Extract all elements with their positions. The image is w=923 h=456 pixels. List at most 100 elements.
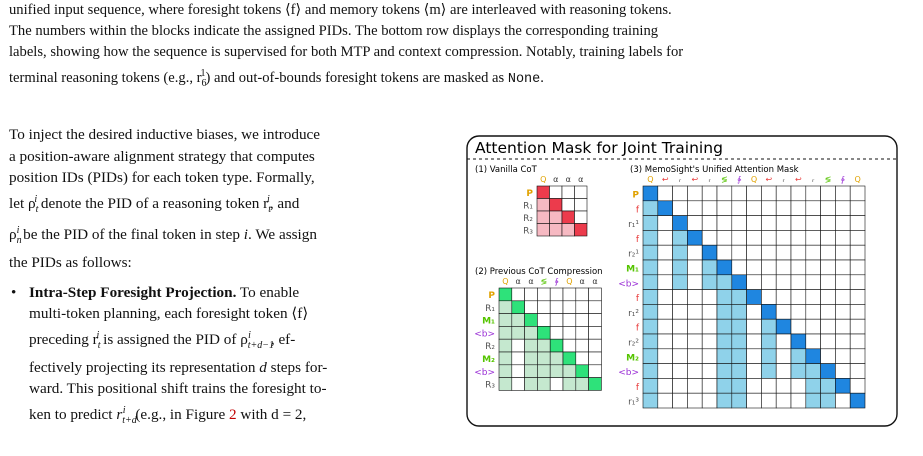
mask-cell: [657, 304, 673, 320]
mask-cell: [731, 259, 747, 276]
mask-cell: [805, 274, 821, 290]
mask-cell: [657, 230, 673, 246]
mask-cell: [731, 348, 747, 364]
mask-cell: [574, 223, 588, 237]
row-label: P: [488, 291, 495, 301]
text-fragment: , and: [269, 194, 300, 212]
mask-cell: [657, 215, 673, 231]
text-fragment: ward. This positional shift trains the f…: [29, 380, 327, 398]
mask-cell: [849, 230, 866, 246]
mask-cell: [790, 200, 807, 216]
mask-cell: [511, 300, 525, 314]
row-label: <b>: [474, 368, 495, 378]
caption-fragment: ) and out-of-bounds foresight tokens are…: [205, 69, 508, 86]
column-label: ᵣ: [812, 175, 815, 184]
mask-cell: [701, 274, 718, 290]
row-label: <b>: [474, 329, 495, 339]
mask-cell: [549, 364, 564, 378]
bullet-dot: •: [11, 283, 17, 301]
mask-cell: [657, 244, 673, 261]
row-label: f: [636, 324, 640, 334]
mask-cell: [549, 185, 563, 199]
body-line: a position-aware alignment strategy that…: [9, 147, 315, 165]
row-label: R₁: [523, 201, 533, 211]
mask-cell: [687, 215, 703, 231]
mask-cell: [731, 230, 747, 246]
mask-cell: [775, 215, 792, 231]
mask-cell: [701, 392, 718, 409]
mask-cell: [835, 378, 851, 394]
column-label: ᵣ: [783, 175, 786, 184]
body-line: To inject the desired inductive biases, …: [9, 126, 321, 143]
mask-cell: [716, 348, 733, 364]
mask-cell: [820, 200, 836, 216]
mask-cell: [835, 244, 851, 261]
text-fragment: (e.g., in Figure: [131, 405, 229, 423]
mask-cell: [746, 392, 762, 409]
mask-cell: [549, 377, 564, 391]
mask-cell: [746, 259, 762, 276]
mask-cell: [716, 392, 733, 409]
row-label: f: [636, 294, 640, 304]
mask-cell: [820, 392, 836, 409]
mask-cell: [672, 230, 688, 246]
mask-cell: [775, 289, 792, 305]
mask-cell: [562, 338, 577, 353]
row-label: f: [636, 383, 640, 393]
mask-cell: [731, 185, 747, 202]
mask-cell: [790, 244, 807, 261]
mask-cell: [805, 348, 821, 364]
mask-cell: [775, 200, 792, 216]
attention-mask-figure: Attention Mask for Joint Training (1) Va…: [455, 130, 910, 430]
mask-cell: [820, 215, 836, 231]
mask-cell: [642, 289, 659, 305]
column-label: ᵣ: [709, 175, 712, 184]
mask-cell: [701, 244, 718, 261]
mask-cell: [746, 333, 762, 350]
mask-cell: [588, 287, 602, 302]
mask-cell: [790, 259, 807, 276]
column-label: Q: [854, 175, 860, 184]
figure-title: Attention Mask for Joint Training: [475, 139, 723, 157]
mask-cell: [562, 364, 577, 378]
mask-cell: [536, 198, 550, 212]
column-label: Q: [751, 175, 757, 184]
body-line: ρni be the PID of the final token in ste…: [9, 225, 317, 247]
mask-cell: [524, 287, 538, 302]
mask-cell: [731, 289, 747, 305]
mask-cell: [687, 274, 703, 290]
mask-cell: [805, 185, 821, 202]
bullet-item: • Intra-Step Foresight Projection. To en…: [11, 283, 328, 426]
mask-cell: [672, 289, 688, 305]
mask-cell: [746, 378, 762, 394]
mask-cell: [511, 326, 525, 340]
mask-cell: [849, 392, 866, 409]
mask-cell: [835, 363, 851, 379]
mask-cell: [642, 259, 659, 276]
mask-cell: [549, 223, 563, 237]
mask-cell: [790, 333, 807, 350]
text-fragment: ρ: [9, 226, 17, 244]
mask-cell: [716, 363, 733, 379]
mask-cell: [805, 333, 821, 350]
text-fragment: . We assign: [248, 226, 317, 244]
body-line: position IDs (PIDs) for each token type.…: [9, 169, 315, 187]
mask-cell: [657, 363, 673, 379]
mask-cell: [498, 338, 513, 353]
figure-reference-link[interactable]: 2: [228, 405, 237, 423]
mask-cell: [701, 363, 718, 379]
mask-cell: [790, 274, 807, 290]
mask-cell: [775, 274, 792, 290]
mask-cell: [805, 304, 821, 320]
mask-cell: [524, 326, 538, 340]
mask-cell: [524, 377, 538, 391]
mask-cell: [746, 244, 762, 261]
mask-cell: [790, 318, 807, 335]
mask-cell: [537, 287, 551, 302]
mask-cell: [549, 300, 564, 314]
mask-cell: [835, 348, 851, 364]
mask-cell: [835, 230, 851, 246]
mask-cell: [716, 259, 733, 276]
